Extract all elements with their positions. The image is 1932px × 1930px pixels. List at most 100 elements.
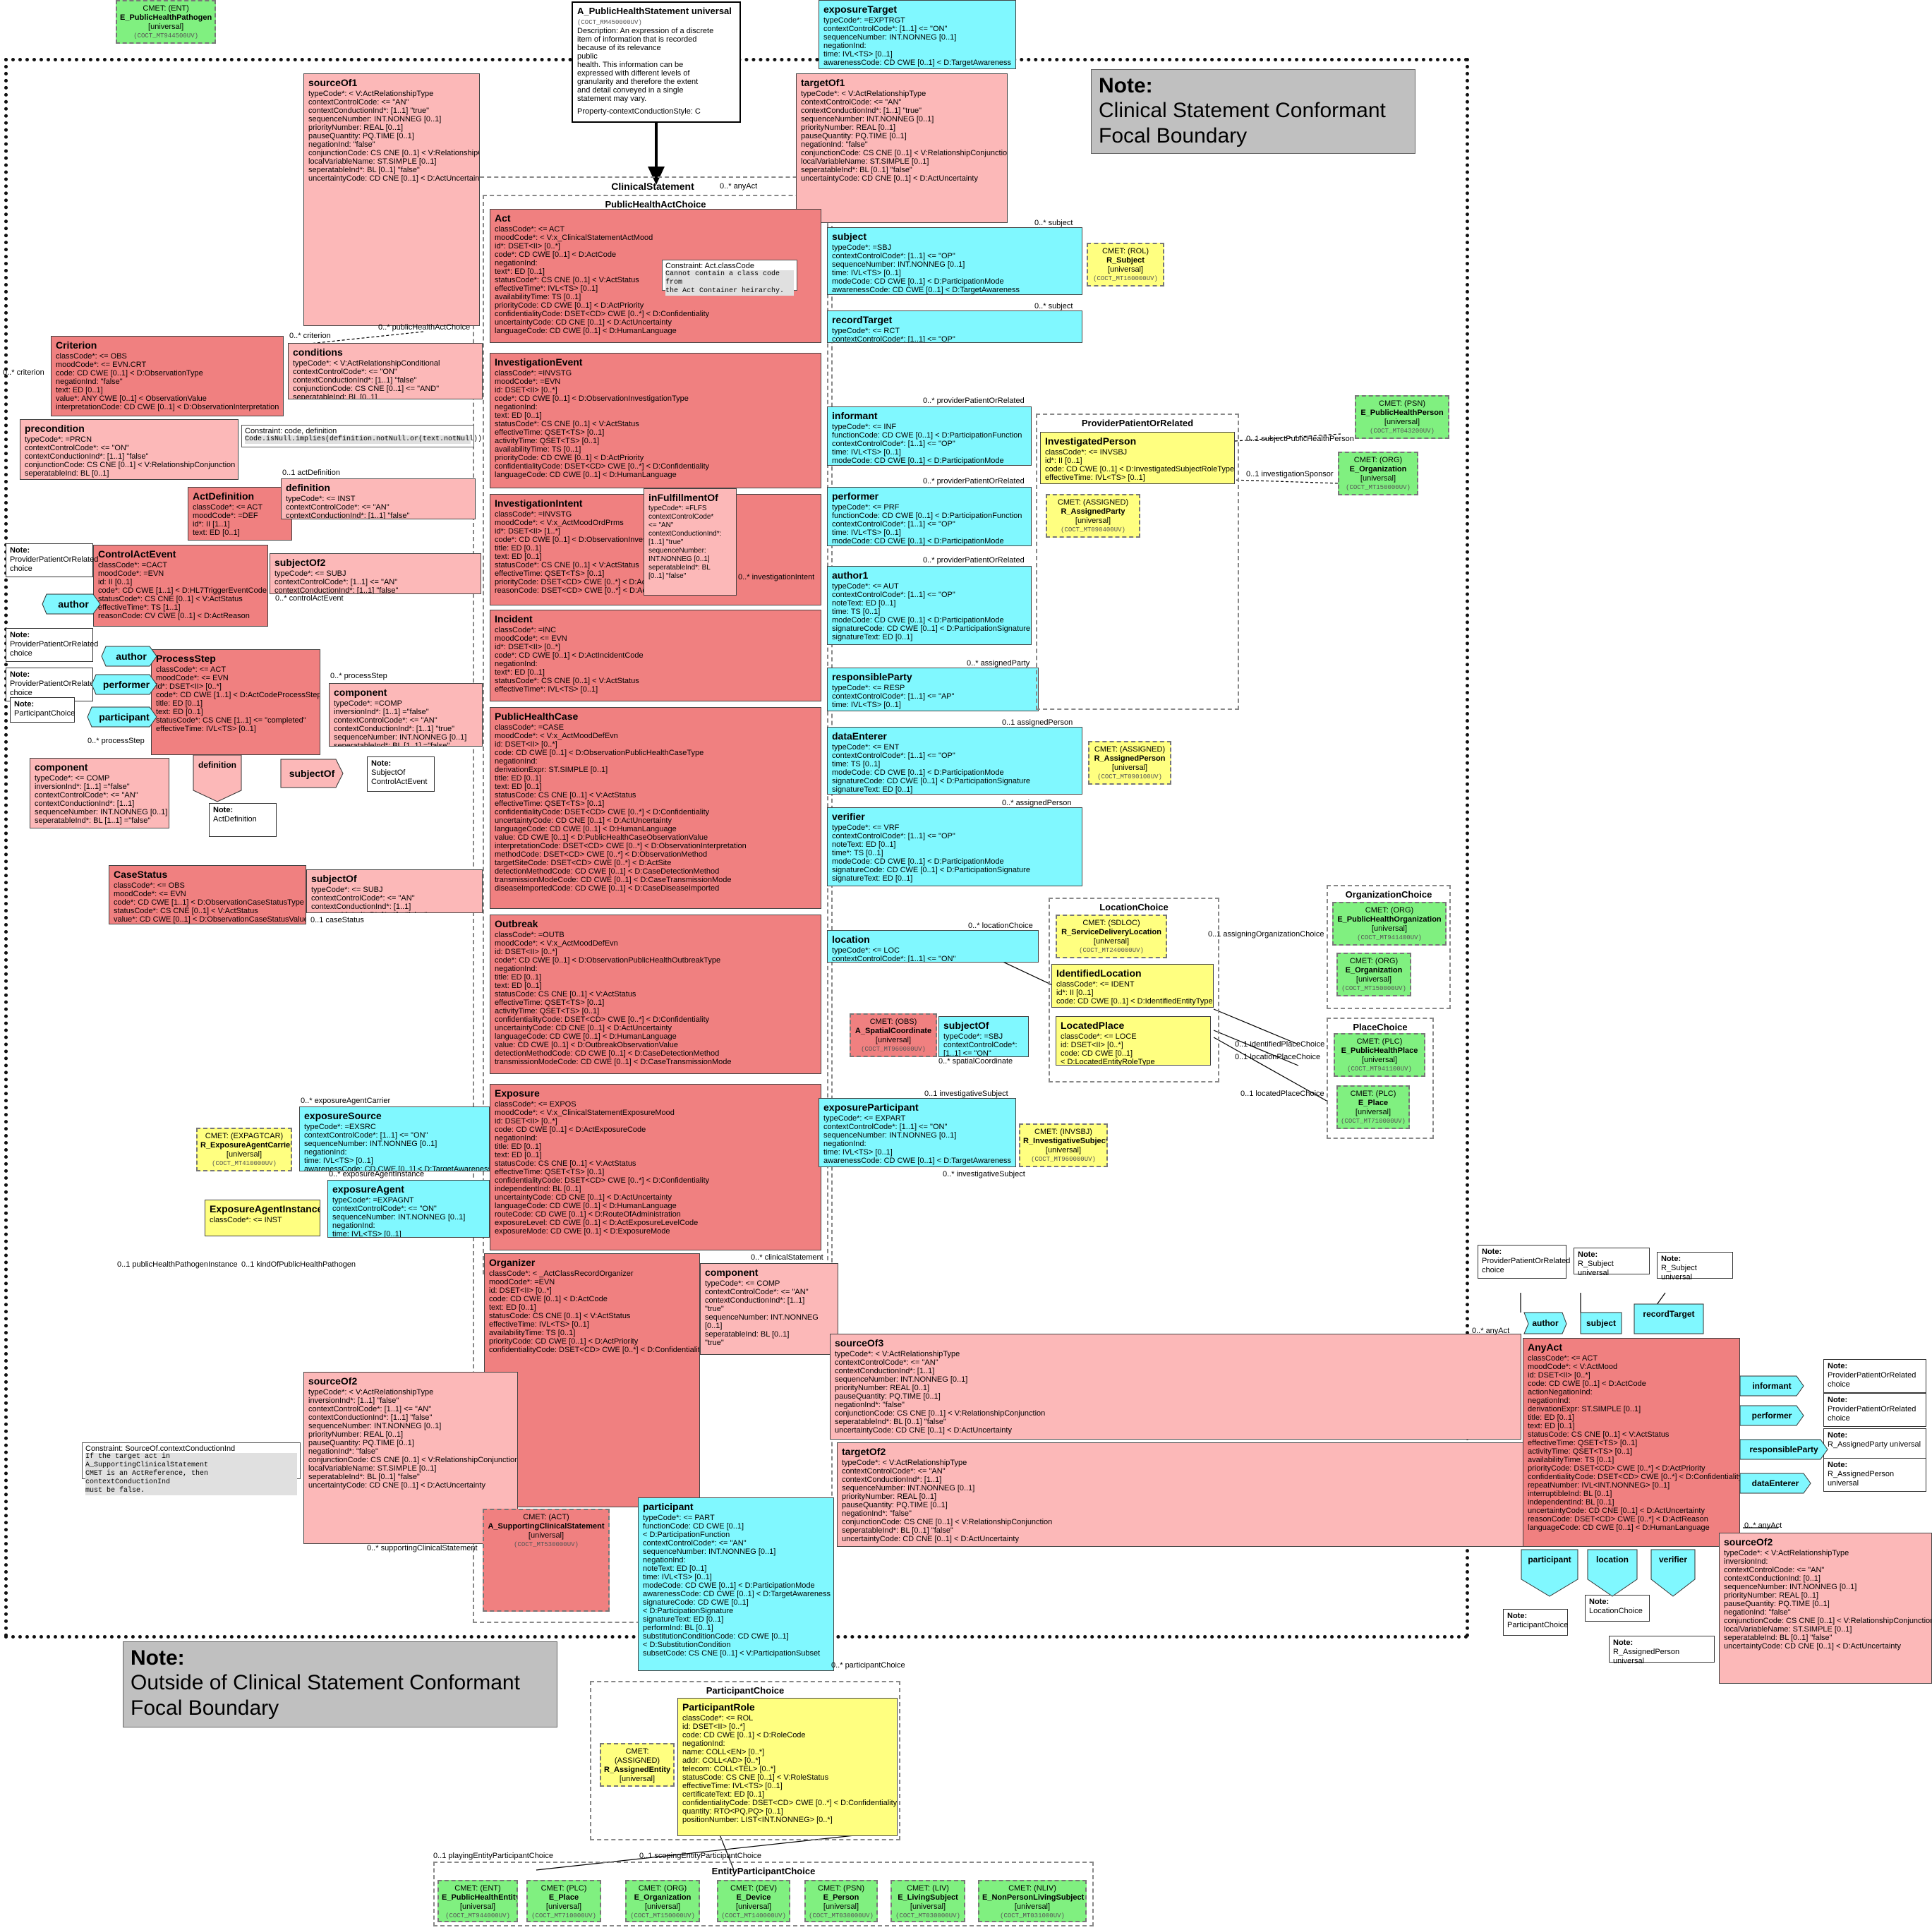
attribute-line: certificateText: ED [0..1] <box>682 1790 765 1799</box>
attribute-line: negationInd: "false" <box>1724 1608 1791 1617</box>
cmet-line: (COCT_MT240000UV) <box>1079 947 1144 954</box>
note-line: choice <box>10 649 32 658</box>
cmet-line: E_Organization <box>1345 966 1403 975</box>
attribute-line: contextControlCode*: [1..1] <= "AN" <box>274 578 398 586</box>
cmet-ePHOrg: CMET: (ORG)E_PublicHealthOrganization[un… <box>1332 902 1447 946</box>
class-name: ParticipantRole <box>682 1701 755 1713</box>
attribute-line: "true" <box>705 1305 724 1313</box>
class-name: subjectOf <box>311 873 357 884</box>
attribute-line: typeCode*: =SBJ <box>832 243 892 252</box>
attribute-line: text: ED [0..1] <box>495 411 542 420</box>
attribute-line: [0..1] "false" <box>648 572 687 580</box>
attribute-line: typeCode*: <= PRF <box>832 503 900 512</box>
attribute-line: derivationExpr: ST.SIMPLE [0..1] <box>1528 1405 1641 1413</box>
attribute-line: actionNegationInd: <box>1528 1388 1593 1397</box>
attribute-line: negationInd: "false" <box>308 140 375 149</box>
attribute-line: effectiveTime: IVL<TS> [0..1] <box>489 1320 589 1329</box>
attribute-line: languageCode: CD CWE [0..1] < D:HumanLan… <box>495 327 677 335</box>
cmet-eOrg1: CMET: (ORG)E_Organization[universal](COC… <box>1338 452 1418 495</box>
attribute-line: typeCode*: <= VRF <box>832 824 900 832</box>
cmet-line: CMET: (ENT) <box>454 1884 501 1893</box>
attribute-line: contextConductionInd*: [1..1] <box>835 1367 935 1375</box>
attribute-line: priorityNumber: REAL [0..1] <box>842 1492 937 1501</box>
conn-label: 0..* anyAct <box>720 182 758 191</box>
cmet-line: [universal] <box>1075 517 1111 525</box>
conn-label: 0..* providerPatientOrRelated <box>923 556 1025 565</box>
note-line: LocationChoice <box>1589 1607 1643 1615</box>
attribute-line: negationInd: <box>682 1739 725 1748</box>
conn-label: 0..* clinicalStatement <box>751 1253 823 1262</box>
attribute-line: sequenceNumber: INT.NONNEG [0..1] <box>308 1422 442 1430</box>
conn-label: 0..* providerPatientOrRelated <box>923 477 1025 485</box>
attribute-line: id*: II [0..1] <box>1045 457 1082 465</box>
participant-hex: participant <box>99 711 150 723</box>
attribute-line: contextConductionInd: [0..1] <box>1724 1574 1821 1583</box>
note-line: choice <box>10 689 32 697</box>
attribute-line: classCode*: <= OBS <box>114 881 185 890</box>
attribute-line: priorityCode: CD CWE [0..1] < D:ActPrior… <box>495 301 644 310</box>
attribute-line: noteText: ED [0..1] <box>643 1564 707 1573</box>
attribute-line: seperatableInd*: BL [1..1] ="false" <box>334 742 450 747</box>
attribute-line: contextConductionInd*: [1..1] "true" <box>801 107 922 115</box>
attribute-line: moodCode*: < V:x_ClinicalStatementActMoo… <box>495 234 653 242</box>
attribute-line: moodCode*: <= EVN <box>114 890 186 898</box>
attribute-line: contextControlCode*: <= "AN" <box>286 503 390 512</box>
cmet-line: (COCT_MT944500UV) <box>133 32 199 40</box>
attribute-line: statusCode*: CS CNE [0..1] < V:ActStatus <box>495 420 639 428</box>
note-n_lc: Note:LocationChoice <box>1585 1595 1650 1622</box>
attribute-line: value*: ANY CWE [0..1] < ObservationValu… <box>56 394 207 403</box>
class-name: InvestigationEvent <box>495 356 583 368</box>
attribute-line: id: DSET<II> [0..*] <box>1528 1371 1590 1380</box>
conn-label: 0..1 locatedPlaceChoice <box>1240 1090 1324 1098</box>
attribute-line: conjunctionCode: CS CNE [0..1] < V:Relat… <box>842 1518 1053 1526</box>
note-line: ProviderPatientOrRelated <box>10 680 99 688</box>
cmet-line: (COCT_MT944000UV) <box>445 1912 510 1919</box>
attribute-line: < D:ParticipationSignature <box>643 1607 734 1615</box>
note-line: Note: <box>10 546 30 555</box>
title-desc-line: item of information that is recorded <box>577 35 697 44</box>
subjectof-hex: subjectOf <box>289 768 335 779</box>
attribute-line: contextControlCode*: <= "AN" <box>842 1467 946 1476</box>
conn-label: 0..* controlActEvent <box>275 594 344 603</box>
attribute-line: typeCode*: <= RESP <box>832 684 905 692</box>
cmet-line: E_PublicHealthEntity <box>442 1893 518 1902</box>
cmet-line: E_PublicHealthPerson <box>1360 409 1444 417</box>
attribute-line: typeCode*: <= ENT <box>832 743 900 752</box>
attribute-line: moodCode*: < V:x_ClinicalStatementExposu… <box>495 1109 675 1117</box>
performer-hex: performer <box>102 679 150 690</box>
attribute-line: contextControlCode: <= "AN" <box>308 98 409 107</box>
attribute-line: typeCode*: < V:ActRelationshipType <box>308 90 434 98</box>
attribute-line: moodCode*: <= EVN <box>156 674 229 682</box>
attribute-line: text: ED [0..1] <box>495 553 542 561</box>
class-name: recordTarget <box>832 314 893 325</box>
attribute-line: contextControlCode*: <= "AN" <box>311 894 415 903</box>
title-desc-line: granularity and therefore the extent <box>577 78 699 86</box>
cmet-eph_org: CMET: (ORG)E_Organization[universal](COC… <box>625 1880 700 1922</box>
cmet-ePHPerson: CMET: (PSN)E_PublicHealthPerson[universa… <box>1355 395 1449 439</box>
attribute-line: id: DSET<II> [0..*] <box>495 948 557 956</box>
conn-label: 0..* investigationIntent <box>738 573 815 581</box>
title-desc-line: expressed with different levels of <box>577 69 690 78</box>
attribute-line: statusCode: CS CNE [0..1] < V:RoleStatus <box>682 1773 829 1782</box>
cmet-line: (COCT_MT710000UV) <box>531 1912 596 1919</box>
class-name: participant <box>643 1501 694 1512</box>
attribute-line: reasonCode: DSET<CD> CWE [0..*] < D:ActR… <box>1528 1515 1708 1524</box>
class-name: inFulfillmentOf <box>648 492 718 503</box>
attribute-line: sequenceNumber: INT.NONNEG [0..1] <box>304 1140 437 1148</box>
cmet-line: R_InvestigativeSubject <box>1023 1137 1108 1145</box>
r-dataenterer-hex: dataEnterer <box>1751 1478 1799 1488</box>
cmet-line: (COCT_MT043200UV) <box>1370 428 1435 435</box>
note-n_pc: Note:ParticipantChoice <box>1503 1609 1568 1636</box>
attribute-line: negationInd: <box>495 757 538 766</box>
